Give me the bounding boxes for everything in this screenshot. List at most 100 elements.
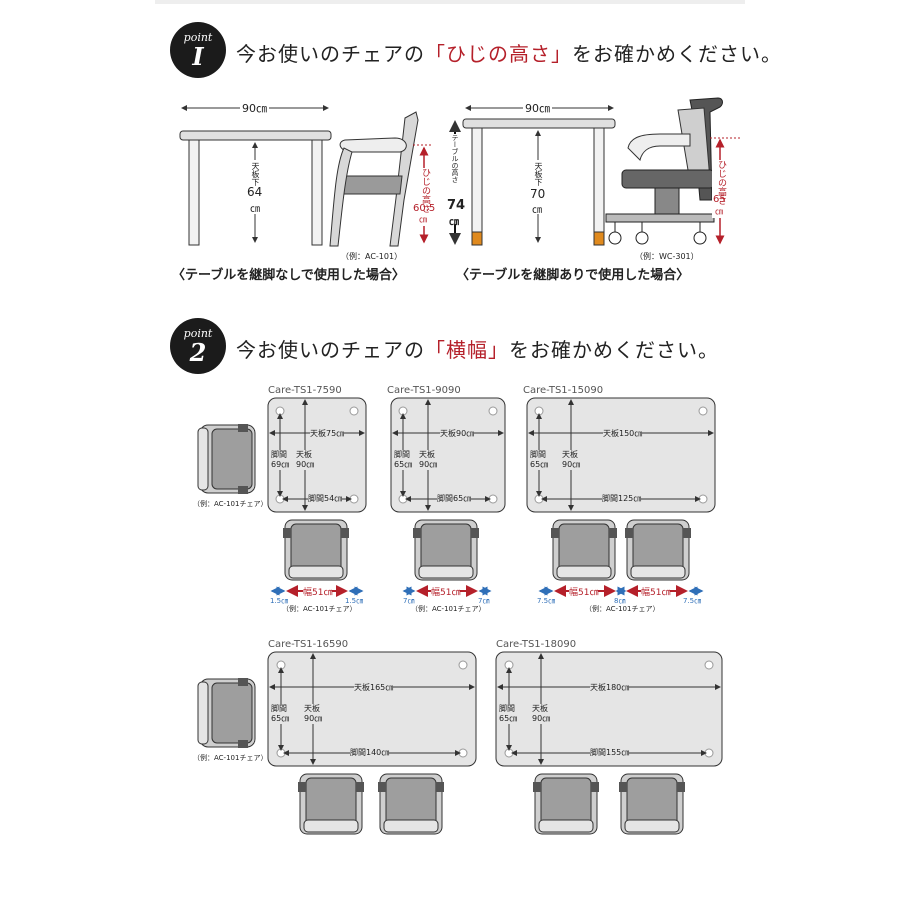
leg-depth-label-9090: 脚間 — [394, 450, 410, 459]
side-chair-2-example: （例：AC-101チェア） — [193, 754, 268, 762]
left-under-unit: ㎝ — [250, 204, 260, 215]
point-2-badge: point 2 — [170, 318, 226, 374]
right-under-unit: ㎝ — [532, 205, 542, 216]
leg-width-16590: 脚間140㎝ — [350, 747, 390, 758]
right-under-label: 天板下 — [534, 162, 543, 186]
top-width-7590: 天板75㎝ — [310, 428, 345, 439]
leg-width-15090: 脚間125㎝ — [602, 493, 642, 504]
top-width-9090: 天板90㎝ — [440, 428, 475, 439]
chair-width-15090-b: 幅51㎝ — [641, 585, 671, 598]
top-depth-label-18090: 天板 — [532, 704, 548, 713]
chair-top-view — [533, 773, 599, 835]
point-1-number: I — [192, 42, 204, 71]
right-elbow-unit: ㎝ — [715, 207, 723, 216]
table-right-diagram — [445, 97, 740, 246]
model-15090: Care-TS1-15090 — [523, 385, 604, 396]
right-example: （例：WC-301） — [635, 252, 699, 261]
chair-example-9090: （例：AC-101チェア） — [411, 605, 486, 613]
leg-depth-value-18090: 65㎝ — [499, 714, 518, 723]
left-width-label: 90㎝ — [240, 100, 269, 116]
top-depth-value-16590: 90㎝ — [304, 714, 323, 723]
left-under-value: 64 — [247, 185, 263, 199]
top-depth-value-7590: 90㎝ — [296, 460, 315, 469]
chair-example-15090: （例：AC-101チェア） — [585, 605, 660, 613]
right-elbow-value: 65 — [713, 194, 726, 205]
chair-top-view — [283, 519, 349, 581]
top-rule — [155, 0, 745, 4]
chair-top-view — [298, 773, 364, 835]
leg-depth-label-7590: 脚間 — [271, 450, 287, 459]
chair-top-view — [413, 519, 479, 581]
right-under-value: 70 — [530, 187, 546, 201]
left-elbow-value: 60.5 — [413, 203, 436, 214]
leg-width-7590: 脚間54㎝ — [308, 493, 343, 504]
leg-width-9090: 脚間65㎝ — [437, 493, 472, 504]
point-2-label: point — [183, 327, 213, 340]
chair-top-view — [378, 773, 444, 835]
chair-width-15090-a: 幅51㎝ — [569, 585, 599, 598]
top-depth-label-7590: 天板 — [296, 450, 312, 459]
leg-depth-label-16590: 脚間 — [271, 704, 287, 713]
leg-depth-value-16590: 65㎝ — [271, 714, 290, 723]
gap-right-7590: 1.5㎝ — [345, 597, 364, 605]
side-chair-2 — [197, 678, 256, 748]
leg-depth-value-7590: 69㎝ — [271, 460, 290, 469]
right-table-height-label: テーブルの高さ — [451, 134, 459, 183]
side-chair-1-example: （例：AC-101チェア） — [193, 500, 268, 508]
leg-depth-value-9090: 65㎝ — [394, 460, 413, 469]
point-1-heading: 今お使いのチェアの「ひじの高さ」をお確かめください。 — [236, 38, 782, 67]
right-width-label: 90㎝ — [523, 100, 552, 116]
point-1-label: point — [183, 31, 213, 44]
right-table-height-unit: ㎝ — [449, 217, 459, 228]
heading-1-post: をお確かめください。 — [572, 42, 782, 66]
chair-top-view — [551, 519, 617, 581]
point-2-heading: 今お使いのチェアの「横幅」をお確かめください。 — [236, 334, 719, 363]
top-depth-value-18090: 90㎝ — [532, 714, 551, 723]
left-caption: 〈テーブルを継脚なしで使用した場合〉 — [172, 268, 405, 283]
left-example: （例：AC-101） — [341, 252, 403, 261]
right-table-height-value: 74 — [447, 198, 466, 213]
top-depth-value-9090: 90㎝ — [419, 460, 438, 469]
gap-middle-15090: 8㎝ — [614, 597, 626, 605]
point-1-badge: point I — [170, 22, 226, 78]
gap-left-7590: 1.5㎝ — [270, 597, 289, 605]
top-width-18090: 天板180㎝ — [590, 682, 630, 693]
right-caption: 〈テーブルを継脚ありで使用した場合〉 — [456, 268, 690, 283]
heading-2-highlight: 「横幅」 — [425, 338, 509, 362]
top-depth-label-15090: 天板 — [562, 450, 578, 459]
model-9090: Care-TS1-9090 — [387, 385, 461, 396]
top-width-15090: 天板150㎝ — [603, 428, 643, 439]
gap-right-9090: 7㎝ — [478, 597, 490, 605]
leg-depth-value-15090: 65㎝ — [530, 460, 549, 469]
top-depth-label-9090: 天板 — [419, 450, 435, 459]
side-chair-1 — [197, 424, 256, 494]
top-width-16590: 天板165㎝ — [354, 682, 394, 693]
gap-left-9090: 7㎝ — [403, 597, 415, 605]
chair-width-9090: 幅51㎝ — [431, 585, 461, 598]
chair-example-7590: （例：AC-101チェア） — [282, 605, 357, 613]
leg-depth-label-15090: 脚間 — [530, 450, 546, 459]
heading-2-post: をお確かめください。 — [509, 338, 719, 362]
heading-2-pre: 今お使いのチェアの — [236, 338, 425, 362]
left-elbow-unit: ㎝ — [419, 215, 427, 224]
chair-top-views — [283, 519, 691, 835]
model-18090: Care-TS1-18090 — [496, 639, 577, 650]
right-elbow-label: ひじの高さ — [716, 160, 726, 205]
gap-left-15090: 7.5㎝ — [537, 597, 556, 605]
top-depth-label-16590: 天板 — [304, 704, 320, 713]
gap-right-15090: 7.5㎝ — [683, 597, 702, 605]
table-16590 — [267, 651, 477, 767]
heading-1-pre: 今お使いのチェアの — [236, 42, 425, 66]
leg-depth-label-18090: 脚間 — [499, 704, 515, 713]
